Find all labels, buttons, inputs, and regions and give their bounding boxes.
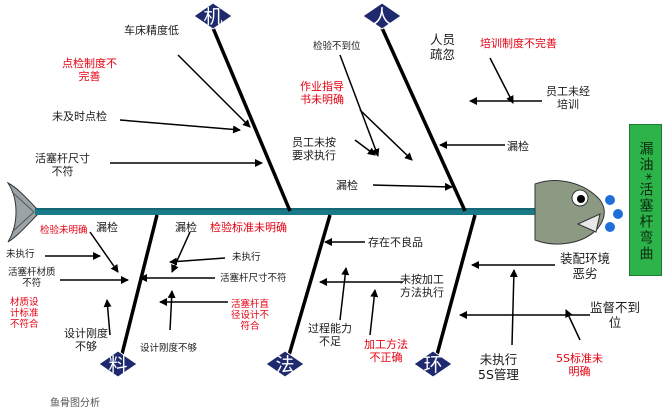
man-cause-5-line2: 培训 bbox=[557, 98, 579, 111]
man-cause-4-line1: 作业指导 bbox=[300, 80, 344, 93]
environment-cause-1-line2: 恶劣 bbox=[572, 266, 598, 281]
effect-label: 漏油*活塞杆弯曲 bbox=[637, 140, 654, 262]
spine bbox=[35, 208, 535, 215]
material-cause-2: 漏检 bbox=[96, 221, 118, 234]
material-cause-5: 材质设 计标准 不符合 bbox=[10, 297, 39, 330]
method-cause-4: 加工方法 不正确 bbox=[364, 338, 408, 364]
category-environment: 环 bbox=[413, 350, 453, 378]
method-bone bbox=[285, 214, 332, 363]
material-cause-12-line3: 符合 bbox=[240, 321, 260, 332]
environment-cause-2: 监督不到 位 bbox=[590, 300, 640, 330]
category-material: 料 bbox=[98, 350, 138, 378]
environment-cause-4-line2: 明确 bbox=[568, 365, 591, 378]
environment-cause-3: 未执行 5S管理 bbox=[478, 352, 519, 382]
environment-cause-3-line1: 未执行 bbox=[479, 352, 518, 367]
man-cause-7: 漏检 bbox=[507, 140, 529, 153]
man-cause-2: 人员 疏忽 bbox=[430, 32, 455, 62]
man-cause-8: 漏检 bbox=[336, 179, 358, 192]
machine-cause-2: 点检制度不 完善 bbox=[62, 57, 117, 83]
method-sub-bones bbox=[319, 238, 403, 336]
material-cause-6: 设计刚度 不够 bbox=[64, 327, 108, 353]
environment-cause-3-line2: 5S管理 bbox=[478, 367, 519, 382]
environment-cause-2-line2: 位 bbox=[608, 315, 622, 330]
category-method: 法 bbox=[265, 350, 305, 378]
material-cause-5-line3: 不符合 bbox=[10, 319, 39, 330]
material-cause-10: 活塞杆尺寸不符 bbox=[220, 273, 287, 284]
material-cause-6-line1: 设计刚度 bbox=[64, 327, 108, 340]
environment-cause-1: 装配环境 恶劣 bbox=[560, 251, 610, 281]
environment-cause-1-line1: 装配环境 bbox=[560, 251, 611, 266]
method-cause-2-line2: 方法执行 bbox=[400, 286, 444, 299]
effect-box: 漏油*活塞杆弯曲 bbox=[629, 124, 662, 276]
machine-cause-2-line1: 点检制度不 bbox=[62, 57, 117, 70]
bubbles-icon bbox=[605, 195, 623, 232]
category-material-label: 料 bbox=[108, 354, 127, 376]
environment-bone bbox=[433, 214, 477, 363]
category-machine: 机 bbox=[193, 2, 233, 30]
environment-cause-2-line1: 监督不到 bbox=[590, 300, 641, 315]
material-cause-1: 检验未明确 bbox=[40, 225, 88, 236]
man-cause-4-line2: 书未明确 bbox=[300, 93, 344, 106]
machine-bone bbox=[211, 27, 292, 212]
method-cause-1: 存在不良品 bbox=[368, 236, 423, 249]
method-cause-3: 过程能力 不足 bbox=[308, 322, 352, 348]
material-cause-7: 漏检 bbox=[175, 221, 197, 234]
machine-cause-4-line1: 活塞杆尺寸 bbox=[35, 152, 90, 165]
material-cause-6-line2: 不够 bbox=[75, 340, 97, 353]
category-method-label: 法 bbox=[275, 354, 294, 376]
man-cause-1: 检验不到位 bbox=[313, 41, 361, 52]
caption: 鱼骨图分析 bbox=[50, 398, 100, 409]
material-sub-bones bbox=[45, 231, 228, 336]
material-bone bbox=[118, 214, 159, 363]
man-cause-3: 培训制度不完善 bbox=[480, 37, 557, 50]
environment-cause-4: 5S标准未 明确 bbox=[556, 352, 603, 378]
material-cause-5-line2: 计标准 bbox=[10, 308, 39, 319]
material-cause-12: 活塞杆直 径设计不 符合 bbox=[231, 299, 269, 332]
man-sub-bones bbox=[339, 54, 542, 191]
machine-cause-3: 未及时点检 bbox=[52, 110, 107, 123]
man-cause-6-line1: 员工未按 bbox=[292, 136, 336, 149]
man-cause-4: 作业指导 书未明确 bbox=[300, 80, 344, 106]
material-cause-12-line2: 径设计不 bbox=[231, 310, 270, 321]
method-cause-4-line2: 不正确 bbox=[369, 351, 403, 364]
environment-cause-4-line1: 5S标准未 bbox=[556, 352, 603, 365]
material-cause-4-line1: 活塞杆材质 bbox=[8, 267, 56, 278]
machine-cause-2-line2: 完善 bbox=[78, 70, 101, 83]
machine-sub-bones bbox=[110, 54, 263, 167]
material-cause-3: 未执行 bbox=[6, 249, 35, 260]
machine-cause-4-line2: 不符 bbox=[51, 165, 74, 178]
method-cause-4-line1: 加工方法 bbox=[364, 338, 408, 351]
man-bone bbox=[380, 27, 467, 212]
method-cause-2-line1: 未按加工 bbox=[400, 273, 444, 286]
material-cause-8: 检验标准未明确 bbox=[210, 221, 287, 234]
material-cause-11: 设计刚度不够 bbox=[140, 343, 198, 354]
man-cause-2-line2: 疏忽 bbox=[430, 47, 456, 62]
machine-cause-1: 车床精度低 bbox=[124, 24, 179, 37]
material-cause-4: 活塞杆材质 不符 bbox=[8, 267, 56, 289]
man-cause-5-line1: 员工未经 bbox=[546, 85, 590, 98]
material-cause-12-line1: 活塞杆直 bbox=[231, 299, 270, 310]
environment-sub-bones bbox=[459, 261, 590, 346]
fish-head-icon bbox=[534, 180, 605, 245]
machine-cause-4: 活塞杆尺寸 不符 bbox=[35, 152, 90, 178]
category-environment-label: 环 bbox=[423, 354, 442, 376]
material-cause-4-line2: 不符 bbox=[22, 278, 42, 289]
material-cause-9: 未执行 bbox=[232, 252, 261, 263]
man-cause-2-line1: 人员 bbox=[430, 32, 456, 47]
category-machine-label: 机 bbox=[203, 6, 222, 28]
man-cause-5: 员工未经 培训 bbox=[546, 85, 590, 111]
method-cause-3-line2: 不足 bbox=[319, 335, 341, 348]
category-man-label: 人 bbox=[372, 6, 391, 28]
material-cause-5-line1: 材质设 bbox=[10, 297, 39, 308]
method-cause-2: 未按加工 方法执行 bbox=[400, 273, 444, 299]
fish-tail-icon bbox=[6, 181, 41, 243]
man-cause-6-line2: 要求执行 bbox=[292, 149, 336, 162]
method-cause-3-line1: 过程能力 bbox=[308, 322, 352, 335]
category-man: 人 bbox=[362, 2, 402, 30]
man-cause-6: 员工未按 要求执行 bbox=[292, 136, 336, 162]
main-bones bbox=[118, 27, 477, 363]
